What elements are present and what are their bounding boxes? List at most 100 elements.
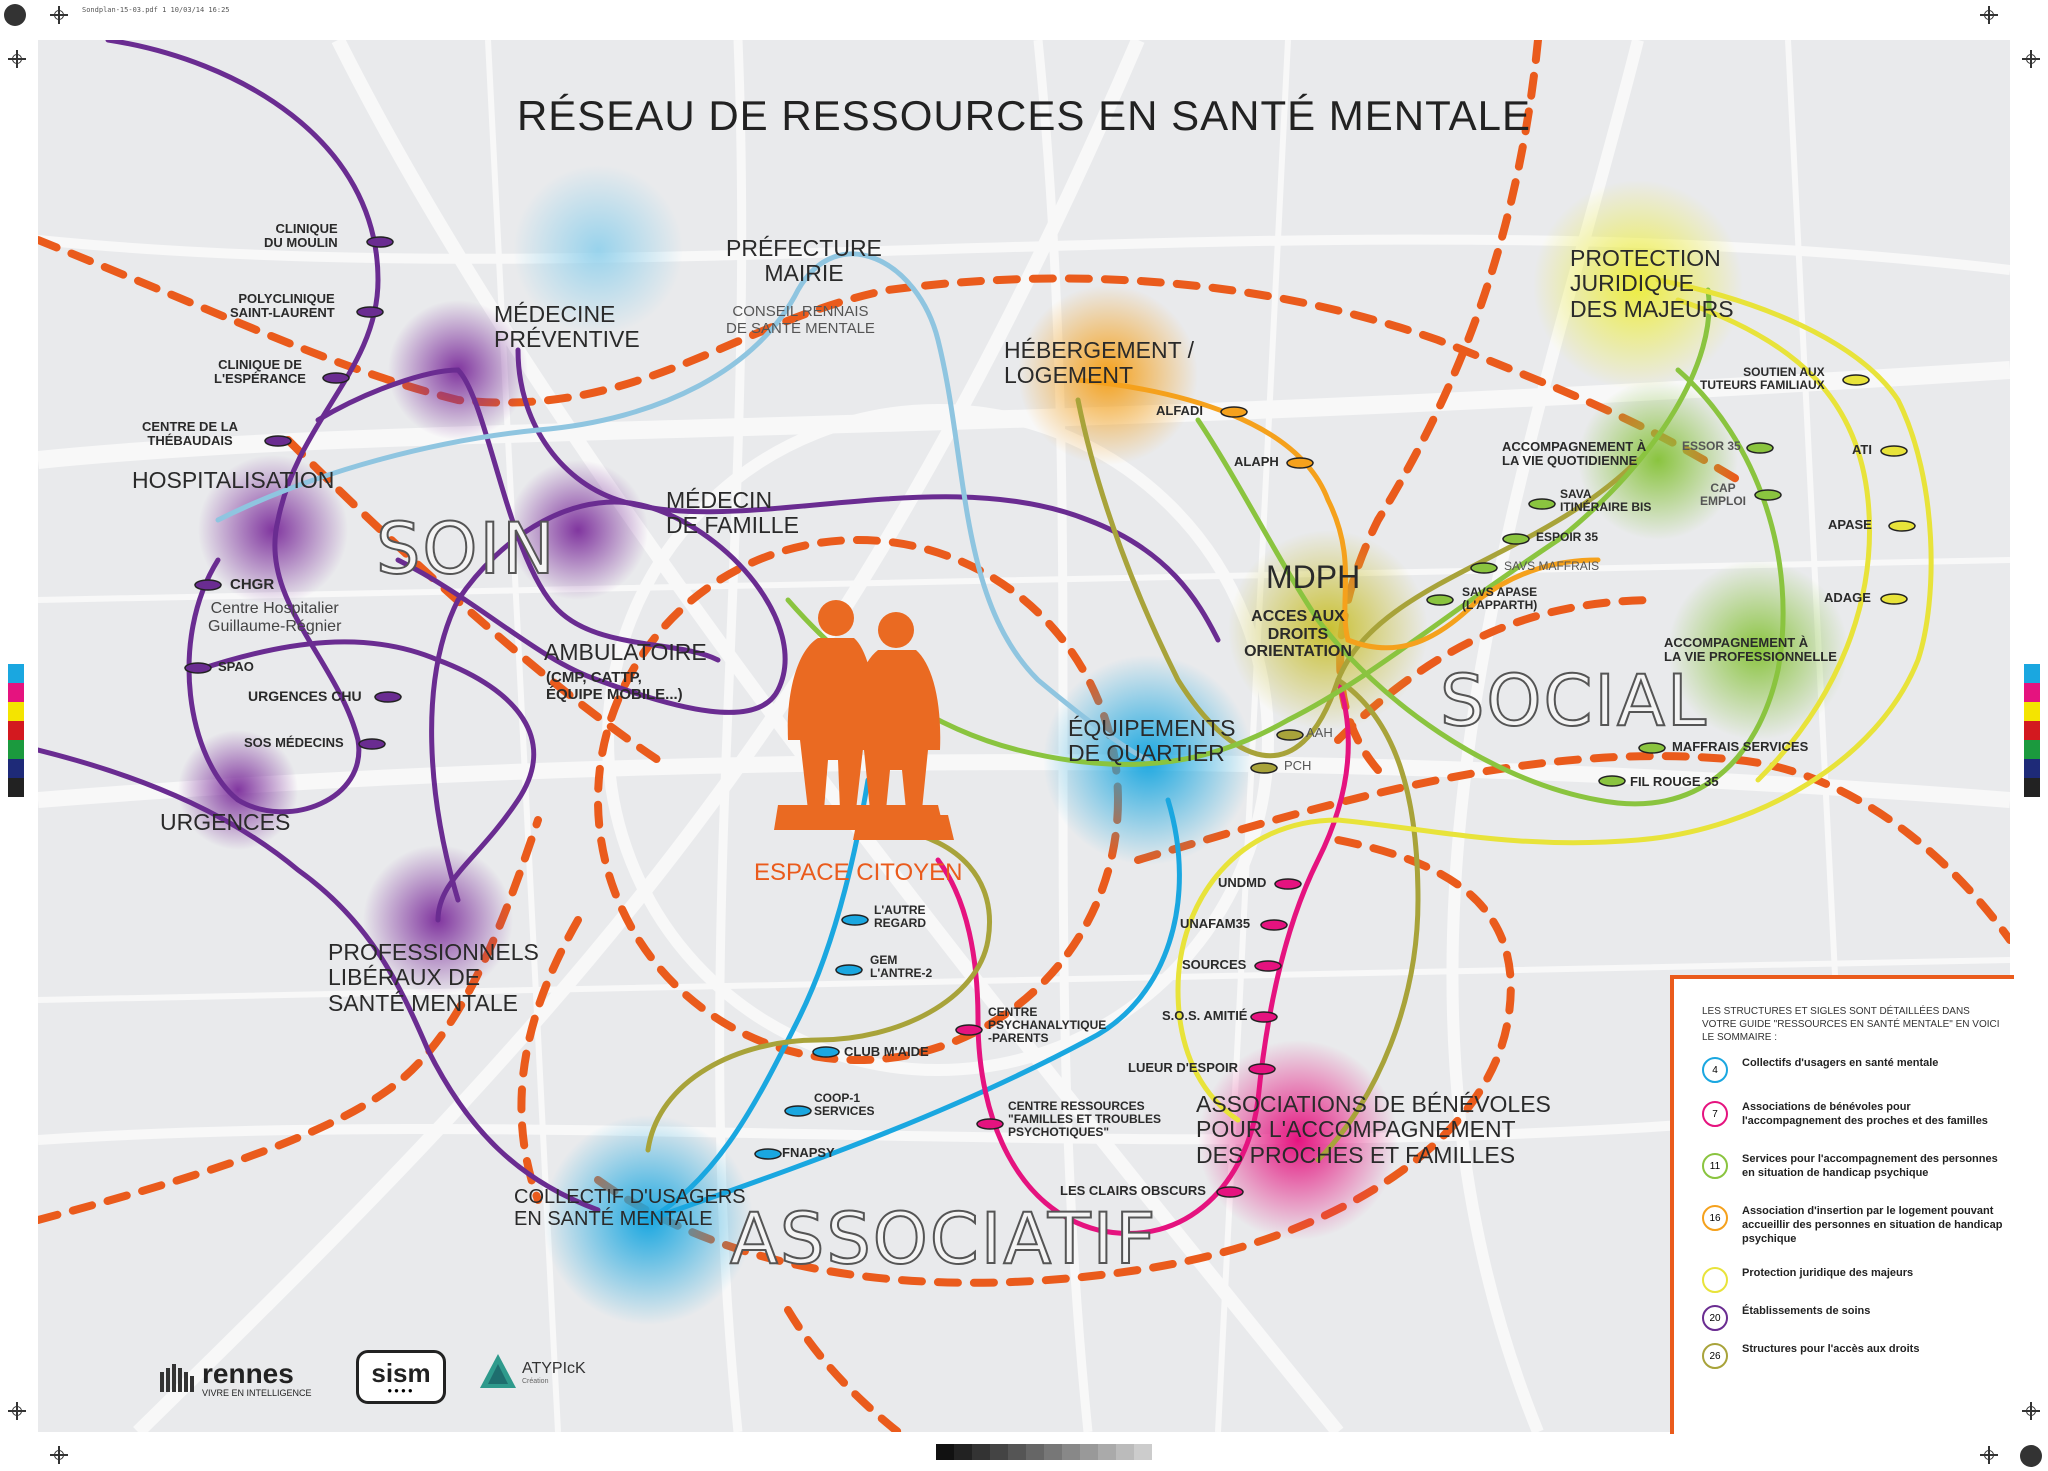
legend-item: 7 Associations de bénévoles pour l'accom… xyxy=(1702,1101,2012,1129)
legend-item-text: Services pour l'accompagnement des perso… xyxy=(1742,1153,2012,1181)
atypick-tagline: Création xyxy=(522,1378,586,1385)
color-calibration-right xyxy=(2024,664,2040,797)
zone-label-associatif: ASSOCIATIF xyxy=(730,1198,1158,1280)
gray-calibration-bar xyxy=(936,1444,1152,1460)
legend-item: 11 Services pour l'accompagnement des pe… xyxy=(1702,1153,2012,1181)
legend-intro: LES STRUCTURES ET SIGLES SONT DÉTAILLÉES… xyxy=(1702,1005,2002,1044)
registration-mark xyxy=(50,6,68,24)
zone-label-soin: SOIN xyxy=(376,508,557,590)
rennes-emblem-icon xyxy=(160,1364,196,1394)
registration-mark xyxy=(8,50,26,68)
sism-dots-icon: ●●●● xyxy=(387,1386,414,1395)
station-club-maide: CLUB M'AIDE xyxy=(844,1045,929,1059)
registration-mark xyxy=(1980,1446,1998,1464)
legend-item: 20 Établissements de soins xyxy=(1702,1305,2012,1331)
station-sos-amitie: S.O.S. AMITIÉ xyxy=(1162,1009,1247,1023)
hub-hospitalisation: HOSPITALISATION xyxy=(132,468,334,493)
station-savs-apase: SAVS APASE(L'APPARTH) xyxy=(1462,586,1537,612)
corner-dot-bottom-right xyxy=(2020,1445,2042,1467)
registration-mark xyxy=(50,1446,68,1464)
legend-number-badge: 20 xyxy=(1702,1305,1728,1331)
station-undmd: UNDMD xyxy=(1218,876,1266,890)
station-ati: ATI xyxy=(1852,443,1872,457)
sism-wordmark: sism xyxy=(371,1360,430,1386)
map-title: RÉSEAU DE RESSOURCES EN SANTÉ MENTALE xyxy=(38,92,2010,140)
legend-item: Protection juridique des majeurs xyxy=(1702,1267,2012,1293)
atypick-emblem-icon xyxy=(478,1352,518,1392)
print-header: Sondplan-15-03.pdf 1 10/03/14 16:25 xyxy=(82,6,230,14)
station-chgr-full: Centre HospitalierGuillaume-Régnier xyxy=(208,600,341,635)
station-fnapsy: FNAPSY xyxy=(782,1146,835,1160)
legend-number-badge xyxy=(1702,1267,1728,1293)
legend-panel: LES STRUCTURES ET SIGLES SONT DÉTAILLÉES… xyxy=(1670,975,2014,1434)
registration-mark xyxy=(2022,1402,2040,1420)
registration-mark xyxy=(8,1402,26,1420)
station-unafam: UNAFAM35 xyxy=(1180,917,1250,931)
station-essor: ESSOR 35 xyxy=(1682,440,1741,453)
station-pch: PCH xyxy=(1284,759,1311,773)
station-savs-maffrais: SAVS MAFFRAIS xyxy=(1504,560,1599,573)
legend-item-text: Collectifs d'usagers en santé mentale xyxy=(1742,1057,1938,1071)
legend-item-text: Établissements de soins xyxy=(1742,1305,1870,1319)
legend-item-text: Protection juridique des majeurs xyxy=(1742,1267,1913,1281)
station-adage: ADAGE xyxy=(1824,591,1871,605)
station-gem: GEML'ANTRE-2 xyxy=(870,954,932,980)
station-spao: SPAO xyxy=(218,660,254,674)
station-sos-medecins: SOS MÉDECINS xyxy=(244,736,344,750)
station-urgences-chu: URGENCES CHU xyxy=(248,689,362,704)
hub-hebergement-logement: HÉBERGEMENT /LOGEMENT xyxy=(1004,338,1194,389)
legend-number-badge: 4 xyxy=(1702,1057,1728,1083)
station-alfadi: ALFADI xyxy=(1156,404,1203,418)
legend-number-badge: 7 xyxy=(1702,1101,1728,1127)
station-espoir: ESPOIR 35 xyxy=(1536,531,1598,544)
color-calibration-left xyxy=(8,664,24,797)
sism-logo: sism ●●●● xyxy=(356,1350,446,1404)
atypick-logo: ATYPIcK Création xyxy=(478,1352,586,1392)
station-lueur-espoir: LUEUR D'ESPOIR xyxy=(1128,1061,1238,1075)
legend-item-text: Structures pour l'accès aux droits xyxy=(1742,1343,1919,1357)
legend-item-text: Association d'insertion par le logement … xyxy=(1742,1205,2012,1246)
legend-item: 4 Collectifs d'usagers en santé mentale xyxy=(1702,1057,2012,1083)
legend-number-badge: 16 xyxy=(1702,1205,1728,1231)
legend-number-badge: 11 xyxy=(1702,1153,1728,1179)
station-alaph: ALAPH xyxy=(1234,455,1279,469)
hub-ambulatoire-detail: (CMP, CATTP,ÉQUIPE MOBILE...) xyxy=(546,670,683,703)
legend-item: 26 Structures pour l'accès aux droits xyxy=(1702,1343,2012,1369)
hub-ambulatoire: AMBULATOIRE xyxy=(544,640,707,665)
hub-urgences: URGENCES xyxy=(160,810,290,835)
hub-mdph: MDPH xyxy=(1266,560,1360,595)
station-aah: AAH xyxy=(1306,726,1333,740)
station-fil-rouge: FIL ROUGE 35 xyxy=(1630,775,1719,789)
station-clairs-obscurs: LES CLAIRS OBSCURS xyxy=(1060,1184,1206,1198)
atypick-wordmark: ATYPIcK xyxy=(522,1360,586,1378)
station-sources: SOURCES xyxy=(1182,958,1246,972)
station-maffrais-services: MAFFRAIS SERVICES xyxy=(1672,740,1808,754)
legend-item-text: Associations de bénévoles pour l'accompa… xyxy=(1742,1101,2012,1129)
station-polyclinique: POLYCLINIQUESAINT-LAURENT xyxy=(230,292,335,321)
legend-number-badge: 26 xyxy=(1702,1343,1728,1369)
rennes-logo: rennes VIVRE EN INTELLIGENCE xyxy=(160,1360,312,1398)
registration-mark xyxy=(1980,6,1998,24)
station-centre-psychanalytique: CENTREPSYCHANALYTIQUE-PARENTS xyxy=(988,1006,1106,1046)
station-chgr: CHGR xyxy=(230,577,274,594)
rennes-wordmark: rennes xyxy=(202,1360,312,1388)
station-apase: APASE xyxy=(1828,518,1872,532)
